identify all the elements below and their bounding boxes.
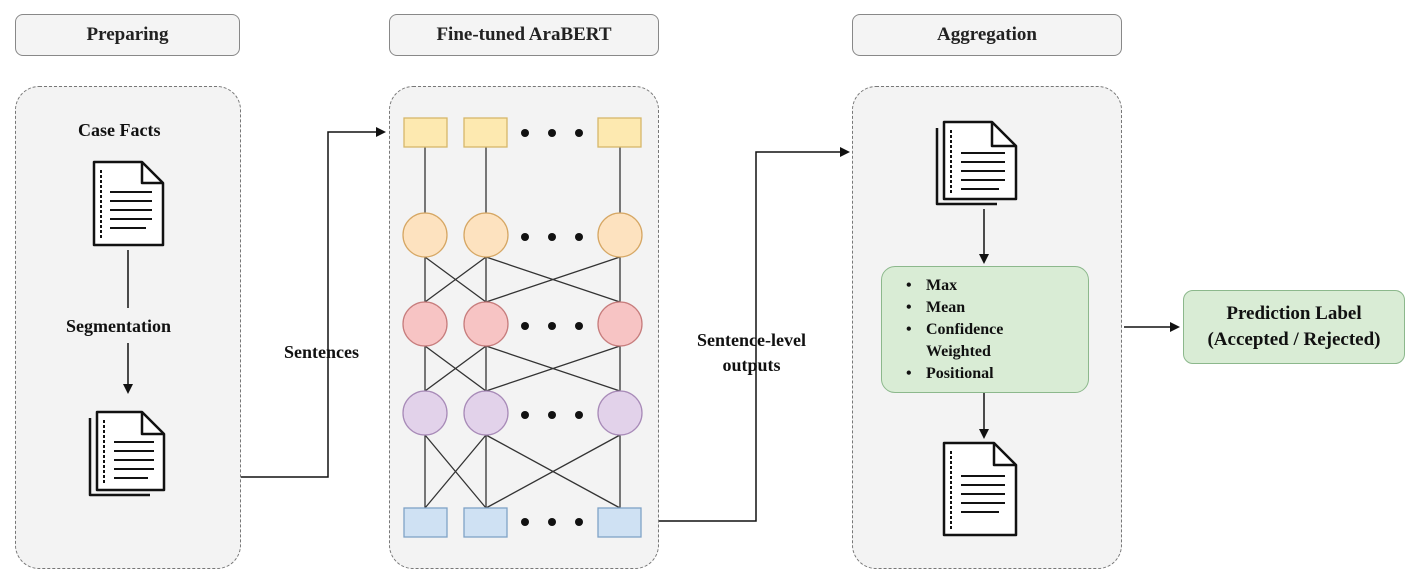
- input-token: [597, 117, 642, 148]
- method-label: Max: [926, 277, 958, 294]
- neuron: [597, 301, 643, 347]
- stage-header-aggregation: Aggregation: [852, 14, 1122, 56]
- neuron: [597, 390, 643, 436]
- neuron: [463, 390, 509, 436]
- sentences-label: Sentences: [284, 342, 359, 362]
- prediction-label-box: Prediction Label (Accepted / Rejected): [1183, 290, 1405, 364]
- method-label: Mean: [926, 299, 966, 316]
- neuron: [597, 212, 643, 258]
- sentence-level-label: Sentence-level outputs: [697, 328, 806, 378]
- neuron: [402, 301, 448, 347]
- prediction-title: Prediction Label: [1226, 303, 1362, 324]
- segmentation-label: Segmentation: [66, 316, 171, 336]
- input-token: [403, 117, 448, 148]
- hidden-layer-3: [402, 390, 643, 436]
- bullet-icon: •: [906, 365, 912, 382]
- output-token: [403, 507, 448, 538]
- neuron: [463, 301, 509, 347]
- case-facts-label: Case Facts: [78, 120, 161, 140]
- document-stack-icon: [88, 410, 166, 497]
- ellipsis-icon: [521, 129, 583, 526]
- document-icon: [92, 160, 165, 247]
- hidden-layer-1: [402, 212, 643, 258]
- neuron: [402, 212, 448, 258]
- input-token: [463, 117, 508, 148]
- hidden-layer-2: [402, 301, 643, 347]
- sentence-level-arrow: [659, 147, 850, 522]
- method-item: • Max: [906, 275, 1088, 297]
- method-label: Confidence: [926, 321, 1004, 338]
- method-item: • Positional: [906, 363, 1088, 385]
- input-tokens: [403, 117, 642, 148]
- stage-header-preparing: Preparing: [15, 14, 240, 56]
- sentences-arrow: [241, 127, 386, 478]
- output-token: [597, 507, 642, 538]
- bullet-icon: •: [906, 299, 912, 316]
- method-item: • Confidence Weighted: [906, 319, 1088, 363]
- sentence-level-line2: outputs: [722, 355, 781, 375]
- network-edges: [424, 147, 621, 509]
- method-item: • Mean: [906, 297, 1088, 319]
- sentence-level-line1: Sentence-level: [697, 330, 806, 350]
- neuron: [402, 390, 448, 436]
- method-label: Positional: [926, 365, 994, 382]
- aggregation-methods-list: • Max • Mean • Confidence Weighted • Pos…: [882, 267, 1088, 385]
- aggregation-methods-box: • Max • Mean • Confidence Weighted • Pos…: [881, 266, 1089, 393]
- output-tokens: [403, 507, 642, 538]
- document-stack-icon: [935, 120, 1018, 206]
- output-token: [463, 507, 508, 538]
- stage-header-arabert: Fine-tuned AraBERT: [389, 14, 659, 56]
- document-icon: [942, 441, 1018, 537]
- method-label-line2: Weighted: [926, 343, 991, 360]
- bullet-icon: •: [906, 321, 912, 338]
- prediction-classes: (Accepted / Rejected): [1207, 329, 1381, 350]
- bullet-icon: •: [906, 277, 912, 294]
- neuron: [463, 212, 509, 258]
